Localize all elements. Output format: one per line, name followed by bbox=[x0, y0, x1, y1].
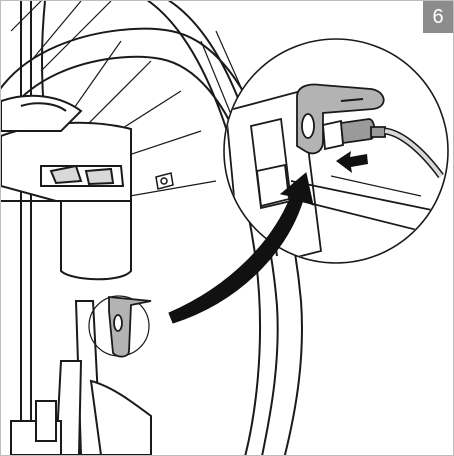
fork-frame bbox=[10, 300, 152, 455]
step-number-badge: 6 bbox=[423, 1, 453, 33]
detail-magnifier bbox=[223, 38, 449, 264]
hub-housing bbox=[1, 94, 132, 281]
outer-rim bbox=[20, 1, 46, 455]
bracket-small bbox=[88, 295, 152, 358]
step-number: 6 bbox=[432, 5, 444, 28]
fastener bbox=[155, 172, 174, 190]
curved-arrow-icon bbox=[168, 172, 314, 324]
